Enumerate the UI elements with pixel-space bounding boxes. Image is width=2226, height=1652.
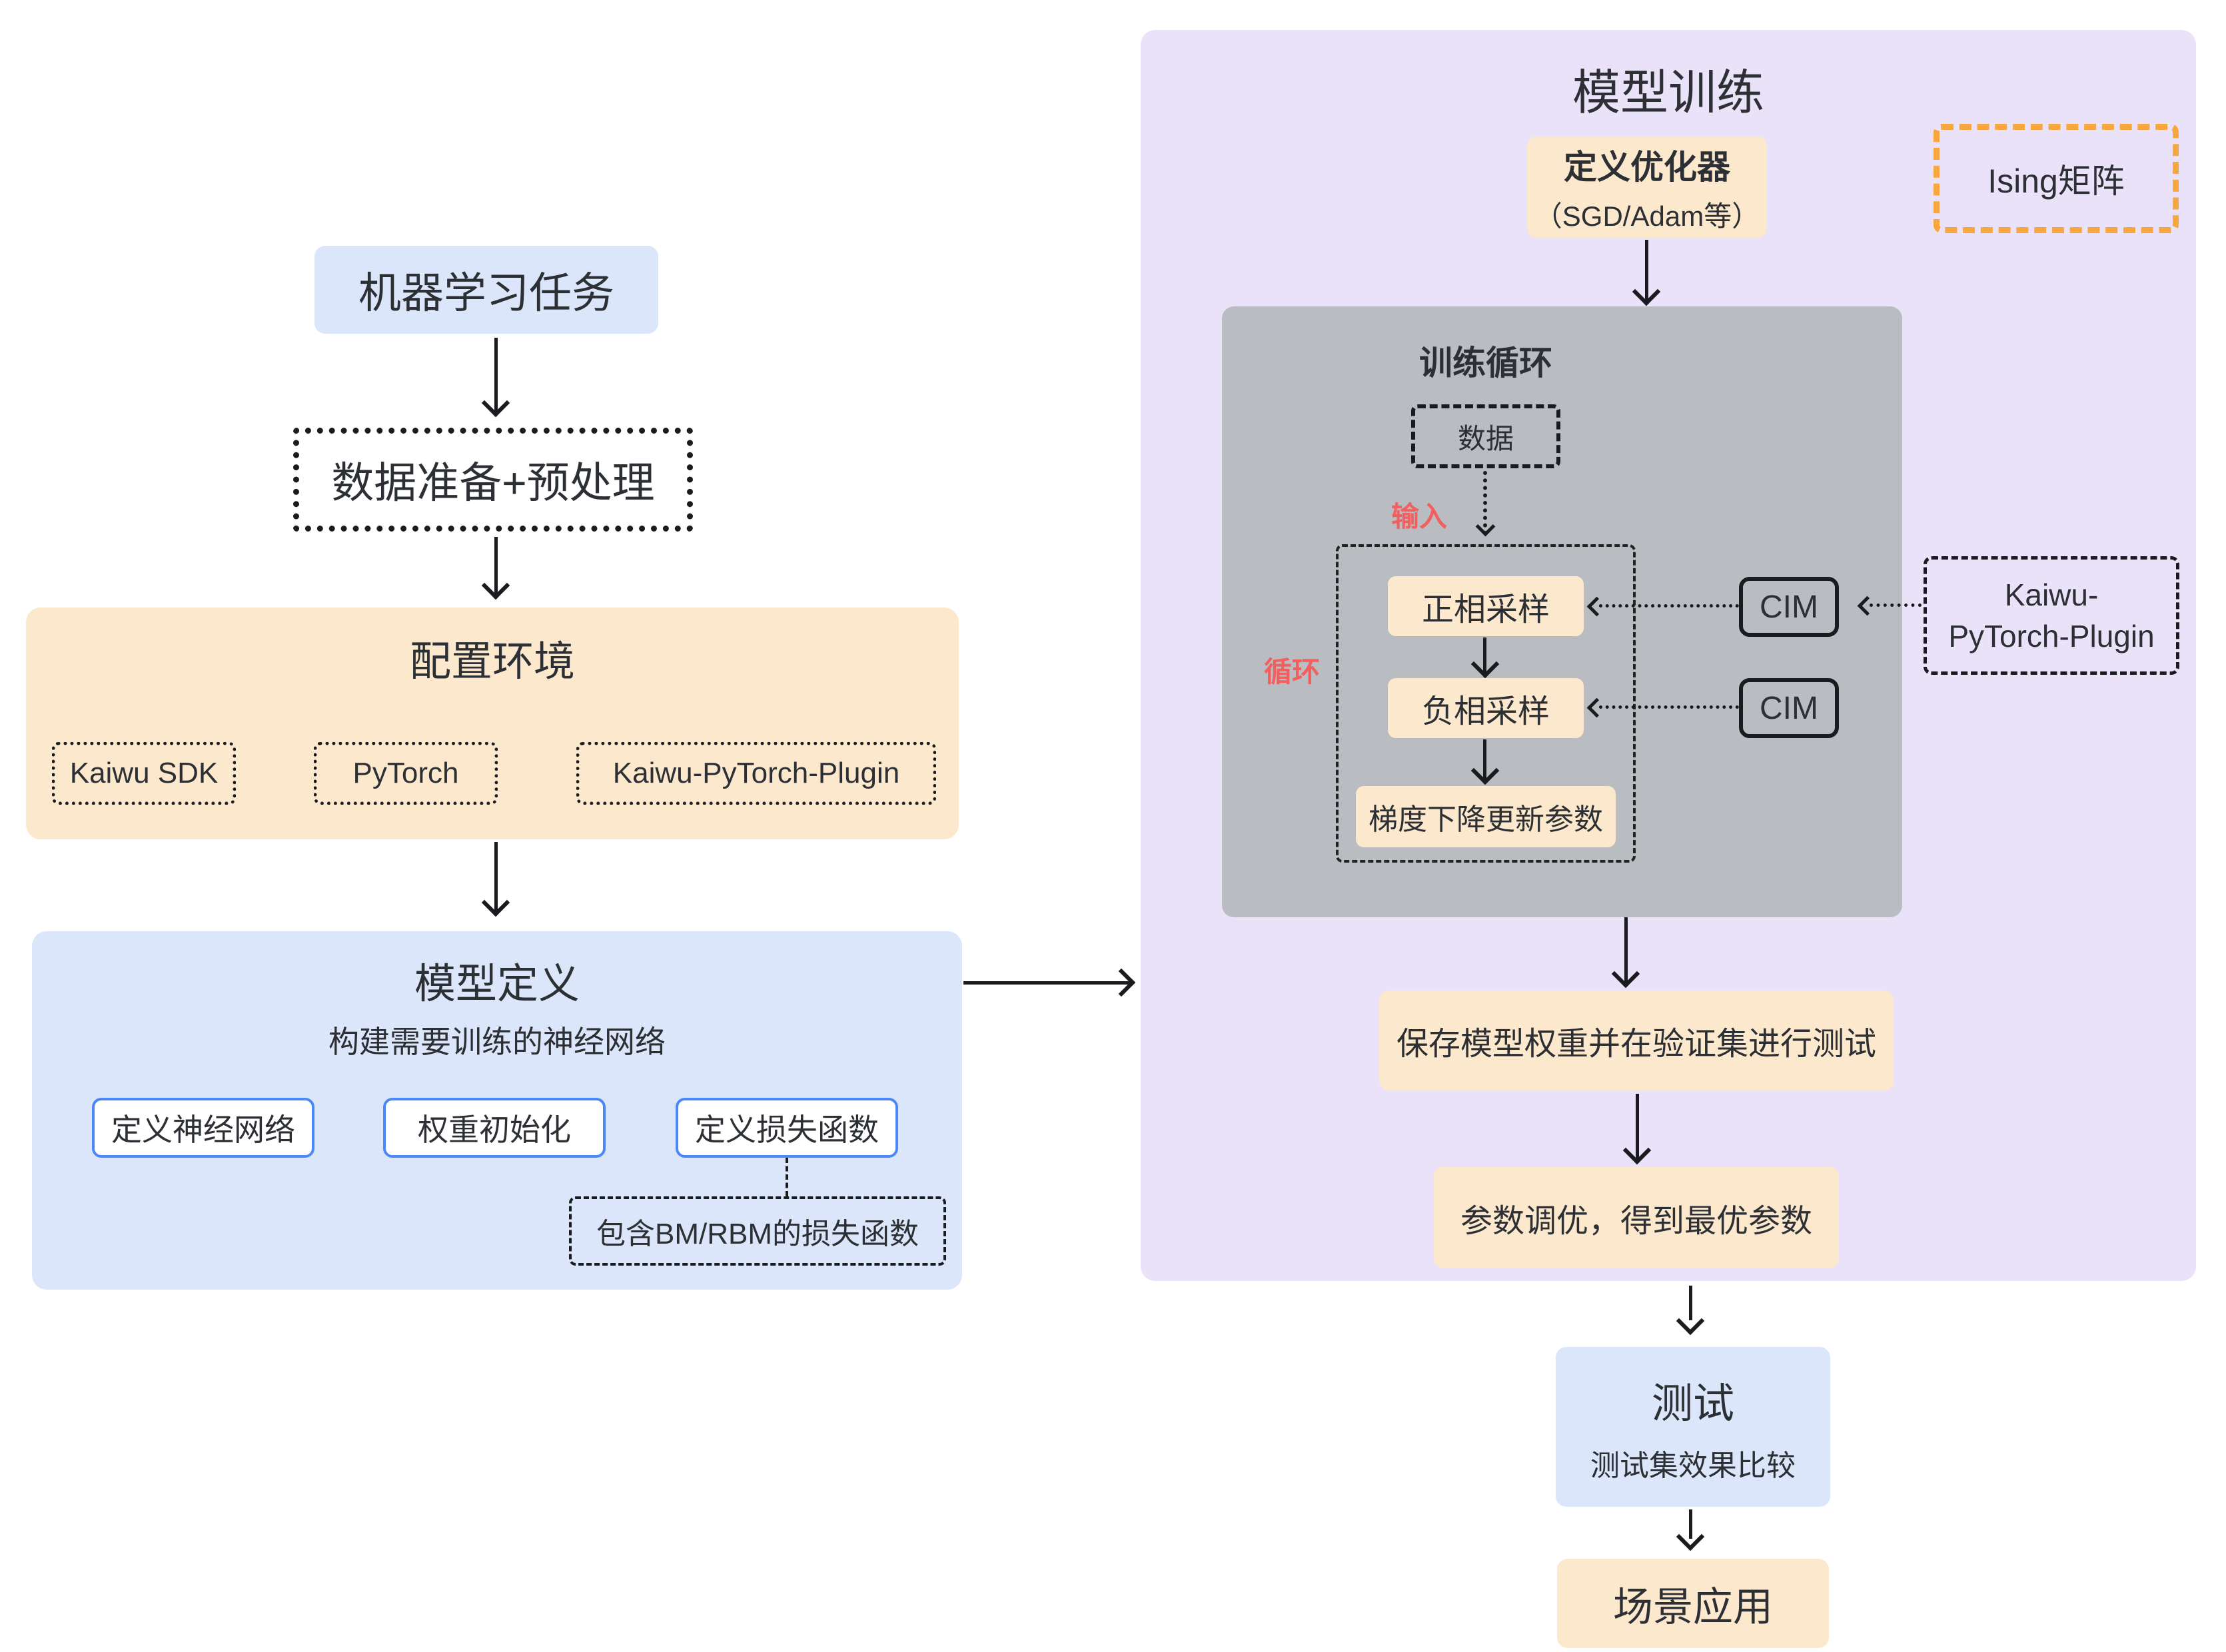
arrow-save-tune-line	[1636, 1094, 1639, 1160]
panel-training: 模型训练 定义优化器 （SGD/Adam等） Ising矩阵 训练循环 数据 输…	[1141, 30, 2196, 1281]
node-data: 数据	[1411, 404, 1560, 468]
arrow-down-icon	[1622, 1136, 1652, 1165]
arrow-pos-neg-line	[1483, 637, 1486, 675]
arrow-down-icon	[481, 888, 510, 917]
model-def-item-loss: 定义损失函数	[676, 1098, 898, 1158]
node-ising-matrix: Ising矩阵	[1934, 124, 2179, 233]
panel-model-def: 模型定义 构建需要训练的神经网络 定义神经网络 权重初始化 定义损失函数 包含B…	[32, 931, 962, 1290]
loop-inner-container	[1336, 544, 1636, 863]
arrow-modeldef-training-line	[963, 981, 1130, 985]
test-title: 测试	[1651, 1381, 1734, 1427]
node-cim-top: CIM	[1739, 577, 1839, 637]
arrow-training-test-line	[1689, 1286, 1692, 1320]
arrow-down-icon	[1632, 277, 1661, 306]
arrow-data-input-line	[1483, 471, 1487, 535]
node-test: 测试 测试集效果比较	[1556, 1347, 1830, 1507]
training-panel-title: 模型训练	[1572, 67, 1764, 120]
arrow-right-icon	[1107, 968, 1136, 997]
node-loss-note: 包含BM/RBM的损失函数	[569, 1196, 946, 1266]
node-scene-application: 场景应用	[1557, 1559, 1829, 1648]
optimizer-subtitle: （SGD/Adam等）	[1534, 200, 1760, 232]
node-cim-bottom: CIM	[1739, 678, 1839, 738]
training-loop-title: 训练循环	[1419, 344, 1552, 382]
node-kaiwu-pytorch-plugin: Kaiwu-PyTorch-Plugin	[1924, 556, 2179, 675]
node-param-tuning: 参数调优，得到最优参数	[1434, 1167, 1839, 1268]
box-training-loop: 训练循环 数据 输入 循环 正相采样 负相采样 梯度下降更新参数 CIM CIM	[1222, 306, 1902, 917]
env-panel-title: 配置环境	[409, 639, 575, 685]
label-input: 输入	[1391, 501, 1447, 532]
arrow-mltask-dataprep-line	[494, 338, 498, 412]
node-save-weights: 保存模型权重并在验证集进行测试	[1379, 991, 1894, 1090]
env-item-kaiwu-pytorch-plugin: Kaiwu-PyTorch-Plugin	[576, 742, 936, 805]
node-optimizer: 定义优化器 （SGD/Adam等）	[1527, 137, 1767, 238]
connector-loss-note-line	[786, 1158, 788, 1196]
node-negative-sampling: 负相采样	[1388, 678, 1584, 738]
arrow-cim-negative-line	[1599, 705, 1739, 709]
model-def-subtitle: 构建需要训练的神经网络	[328, 1025, 666, 1059]
arrow-down-icon	[1676, 1522, 1705, 1551]
arrow-test-apply-line	[1689, 1509, 1692, 1539]
model-def-title: 模型定义	[414, 961, 580, 1007]
arrow-dataprep-env-line	[494, 537, 498, 594]
arrow-down-icon	[481, 388, 510, 418]
arrow-loop-save-line	[1624, 917, 1628, 984]
model-def-item-weights: 权重初始化	[383, 1098, 606, 1158]
label-loop: 循环	[1263, 656, 1320, 687]
arrow-down-icon	[1676, 1306, 1705, 1336]
arrow-env-modeldef-line	[494, 842, 498, 911]
node-gradient-update: 梯度下降更新参数	[1356, 786, 1616, 847]
arrow-optimizer-loop-line	[1645, 240, 1648, 301]
node-positive-sampling: 正相采样	[1388, 576, 1584, 636]
arrow-down-icon	[1475, 516, 1496, 537]
env-item-pytorch: PyTorch	[314, 742, 498, 805]
arrow-plugin-cim-line	[1870, 604, 1922, 607]
test-subtitle: 测试集效果比较	[1590, 1449, 1796, 1482]
arrow-cim-positive-line	[1599, 604, 1739, 608]
panel-env: 配置环境 Kaiwu SDK PyTorch Kaiwu-PyTorch-Plu…	[26, 608, 959, 839]
model-def-item-network: 定义神经网络	[92, 1098, 314, 1158]
optimizer-title: 定义优化器	[1564, 148, 1730, 186]
arrow-down-icon	[481, 571, 510, 600]
node-data-prep: 数据准备+预处理	[293, 428, 693, 532]
node-ml-task: 机器学习任务	[314, 246, 658, 334]
arrow-neg-grad-line	[1483, 739, 1486, 782]
arrow-down-icon	[1611, 959, 1640, 989]
env-item-kaiwu-sdk: Kaiwu SDK	[52, 742, 236, 805]
